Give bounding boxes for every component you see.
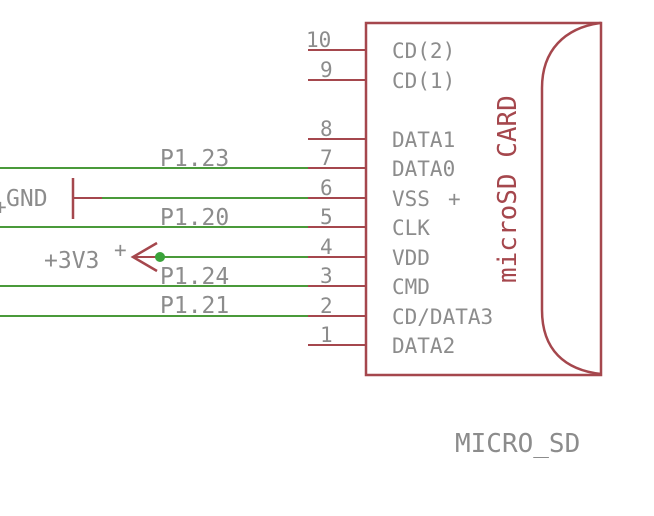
pin-number-8: 8 <box>320 117 333 141</box>
pin-name-2: CD/DATA3 <box>392 305 493 329</box>
pin-names: CD(2) CD(1) DATA1 DATA0 VSS CLK VDD CMD … <box>392 39 493 358</box>
pin-name-6: VSS <box>392 187 430 211</box>
v33-label: +3V3 <box>44 248 99 274</box>
part-name: microSD CARD <box>493 95 523 283</box>
pin-number-7: 7 <box>320 146 333 170</box>
junction-dot <box>155 252 165 262</box>
pin-name-5: CLK <box>392 216 430 240</box>
net-label-p120[interactable]: P1.20 <box>160 205 229 231</box>
net-labels: P1.23 P1.20 P1.24 P1.21 <box>160 146 229 319</box>
gnd-symbol[interactable]: GND + <box>0 178 102 219</box>
v33-symbol[interactable]: +3V3 + <box>44 238 165 274</box>
pin-number-9: 9 <box>320 58 333 82</box>
part-value: MICRO_SD <box>455 429 580 459</box>
pin-number-2: 2 <box>320 294 333 318</box>
pin-number-5: 5 <box>320 205 333 229</box>
pin-number-6: 6 <box>320 176 333 200</box>
pin-name-8: DATA1 <box>392 128 455 152</box>
card-outline-curve <box>540 21 602 376</box>
pin-name-9: CD(1) <box>392 69 455 93</box>
pin-number-1: 1 <box>320 323 333 347</box>
gnd-label: GND <box>6 186 48 212</box>
pin-name-7: DATA0 <box>392 157 455 181</box>
pin-number-10: 10 <box>306 28 331 52</box>
pin-name-10: CD(2) <box>392 39 455 63</box>
pin-name-1: DATA2 <box>392 334 455 358</box>
gnd-plus-mark: + <box>0 195 7 219</box>
net-label-p121[interactable]: P1.21 <box>160 293 229 319</box>
net-label-p124[interactable]: P1.24 <box>160 264 229 290</box>
pin-stubs <box>308 49 366 346</box>
net-label-p123[interactable]: P1.23 <box>160 146 229 172</box>
microsd-symbol-body[interactable] <box>364 21 603 377</box>
pin-name-4: VDD <box>392 246 430 270</box>
pin-number-4: 4 <box>320 235 333 259</box>
pin-number-3: 3 <box>320 264 333 288</box>
vss-plus-mark: + <box>448 187 461 211</box>
pin-numbers: 10 9 8 7 6 5 4 3 2 1 <box>306 28 333 347</box>
v33-plus-mark: + <box>114 238 127 262</box>
wires <box>0 167 308 317</box>
pin-name-3: CMD <box>392 275 430 299</box>
